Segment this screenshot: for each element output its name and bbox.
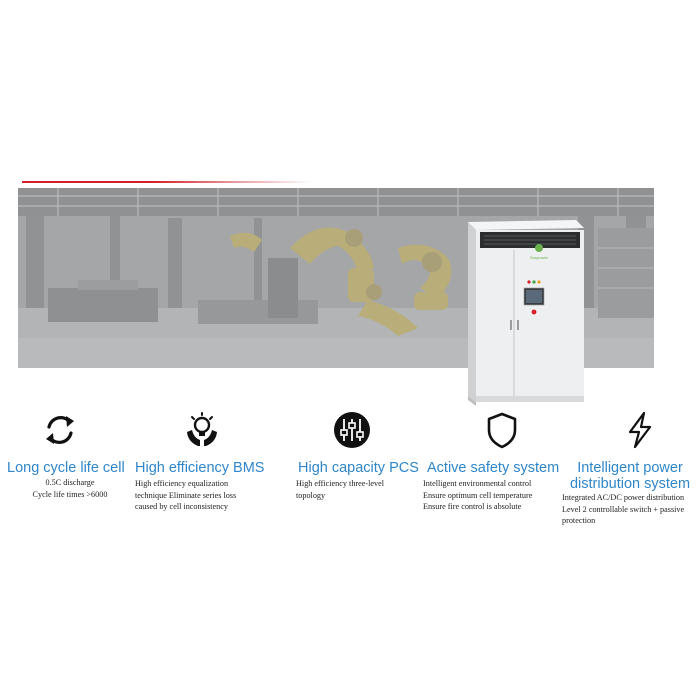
brand-logo-icon: [535, 244, 543, 252]
feature-desc-line: High efficiency equalization: [135, 479, 229, 488]
feature-desc-line: protection: [562, 516, 596, 525]
brand-logo-label: Sunpower: [530, 255, 549, 260]
feature-title: Intelligent power distribution system: [569, 460, 691, 492]
feature-desc-line: topology: [296, 490, 326, 500]
feature-desc-line: 0.5C discharge: [45, 478, 95, 487]
feature-desc-line: Ensure optimum cell temperature: [423, 490, 533, 500]
lightning-icon: [628, 411, 652, 449]
feature-desc-line: High efficiency three-level: [296, 479, 385, 488]
feature-desc-line: technique Eliminate series loss: [135, 490, 237, 500]
feature-title: High efficiency BMS: [135, 460, 265, 476]
feature-description: Intelligent environmental control Ensure…: [423, 478, 563, 513]
sliders-icon: [334, 412, 370, 448]
feature-title: High capacity PCS: [298, 460, 419, 476]
feature-desc-line: Cycle life times >6000: [32, 489, 108, 499]
refresh-icon: [46, 416, 74, 444]
feature-list: Long cycle life cell 0.5C discharge Cycl…: [0, 410, 700, 560]
feature-desc-line: Intelligent environmental control: [423, 479, 532, 488]
feature-desc-line: caused by cell inconsistency: [135, 502, 228, 511]
feature-description: High efficiency equalization technique E…: [135, 478, 285, 513]
feature-description: High efficiency three-level topology: [296, 478, 406, 501]
lightbulb-hands-icon: [187, 412, 217, 446]
feature-title: Active safety system: [427, 460, 560, 476]
feature-desc-line: Level 2 controllable switch + passive: [562, 504, 685, 514]
feature-description: Integrated AC/DC power distribution Leve…: [562, 492, 698, 527]
feature-desc-line: Integrated AC/DC power distribution: [562, 493, 685, 502]
feature-desc-line: Ensure fire control is absolute: [423, 502, 522, 511]
accent-divider-line: [22, 181, 312, 183]
feature-title: Long cycle life cell: [7, 460, 125, 476]
shield-icon: [487, 412, 517, 449]
feature-description: 0.5C discharge Cycle life times >6000: [20, 477, 120, 500]
energy-storage-cabinet-image: [468, 220, 584, 406]
